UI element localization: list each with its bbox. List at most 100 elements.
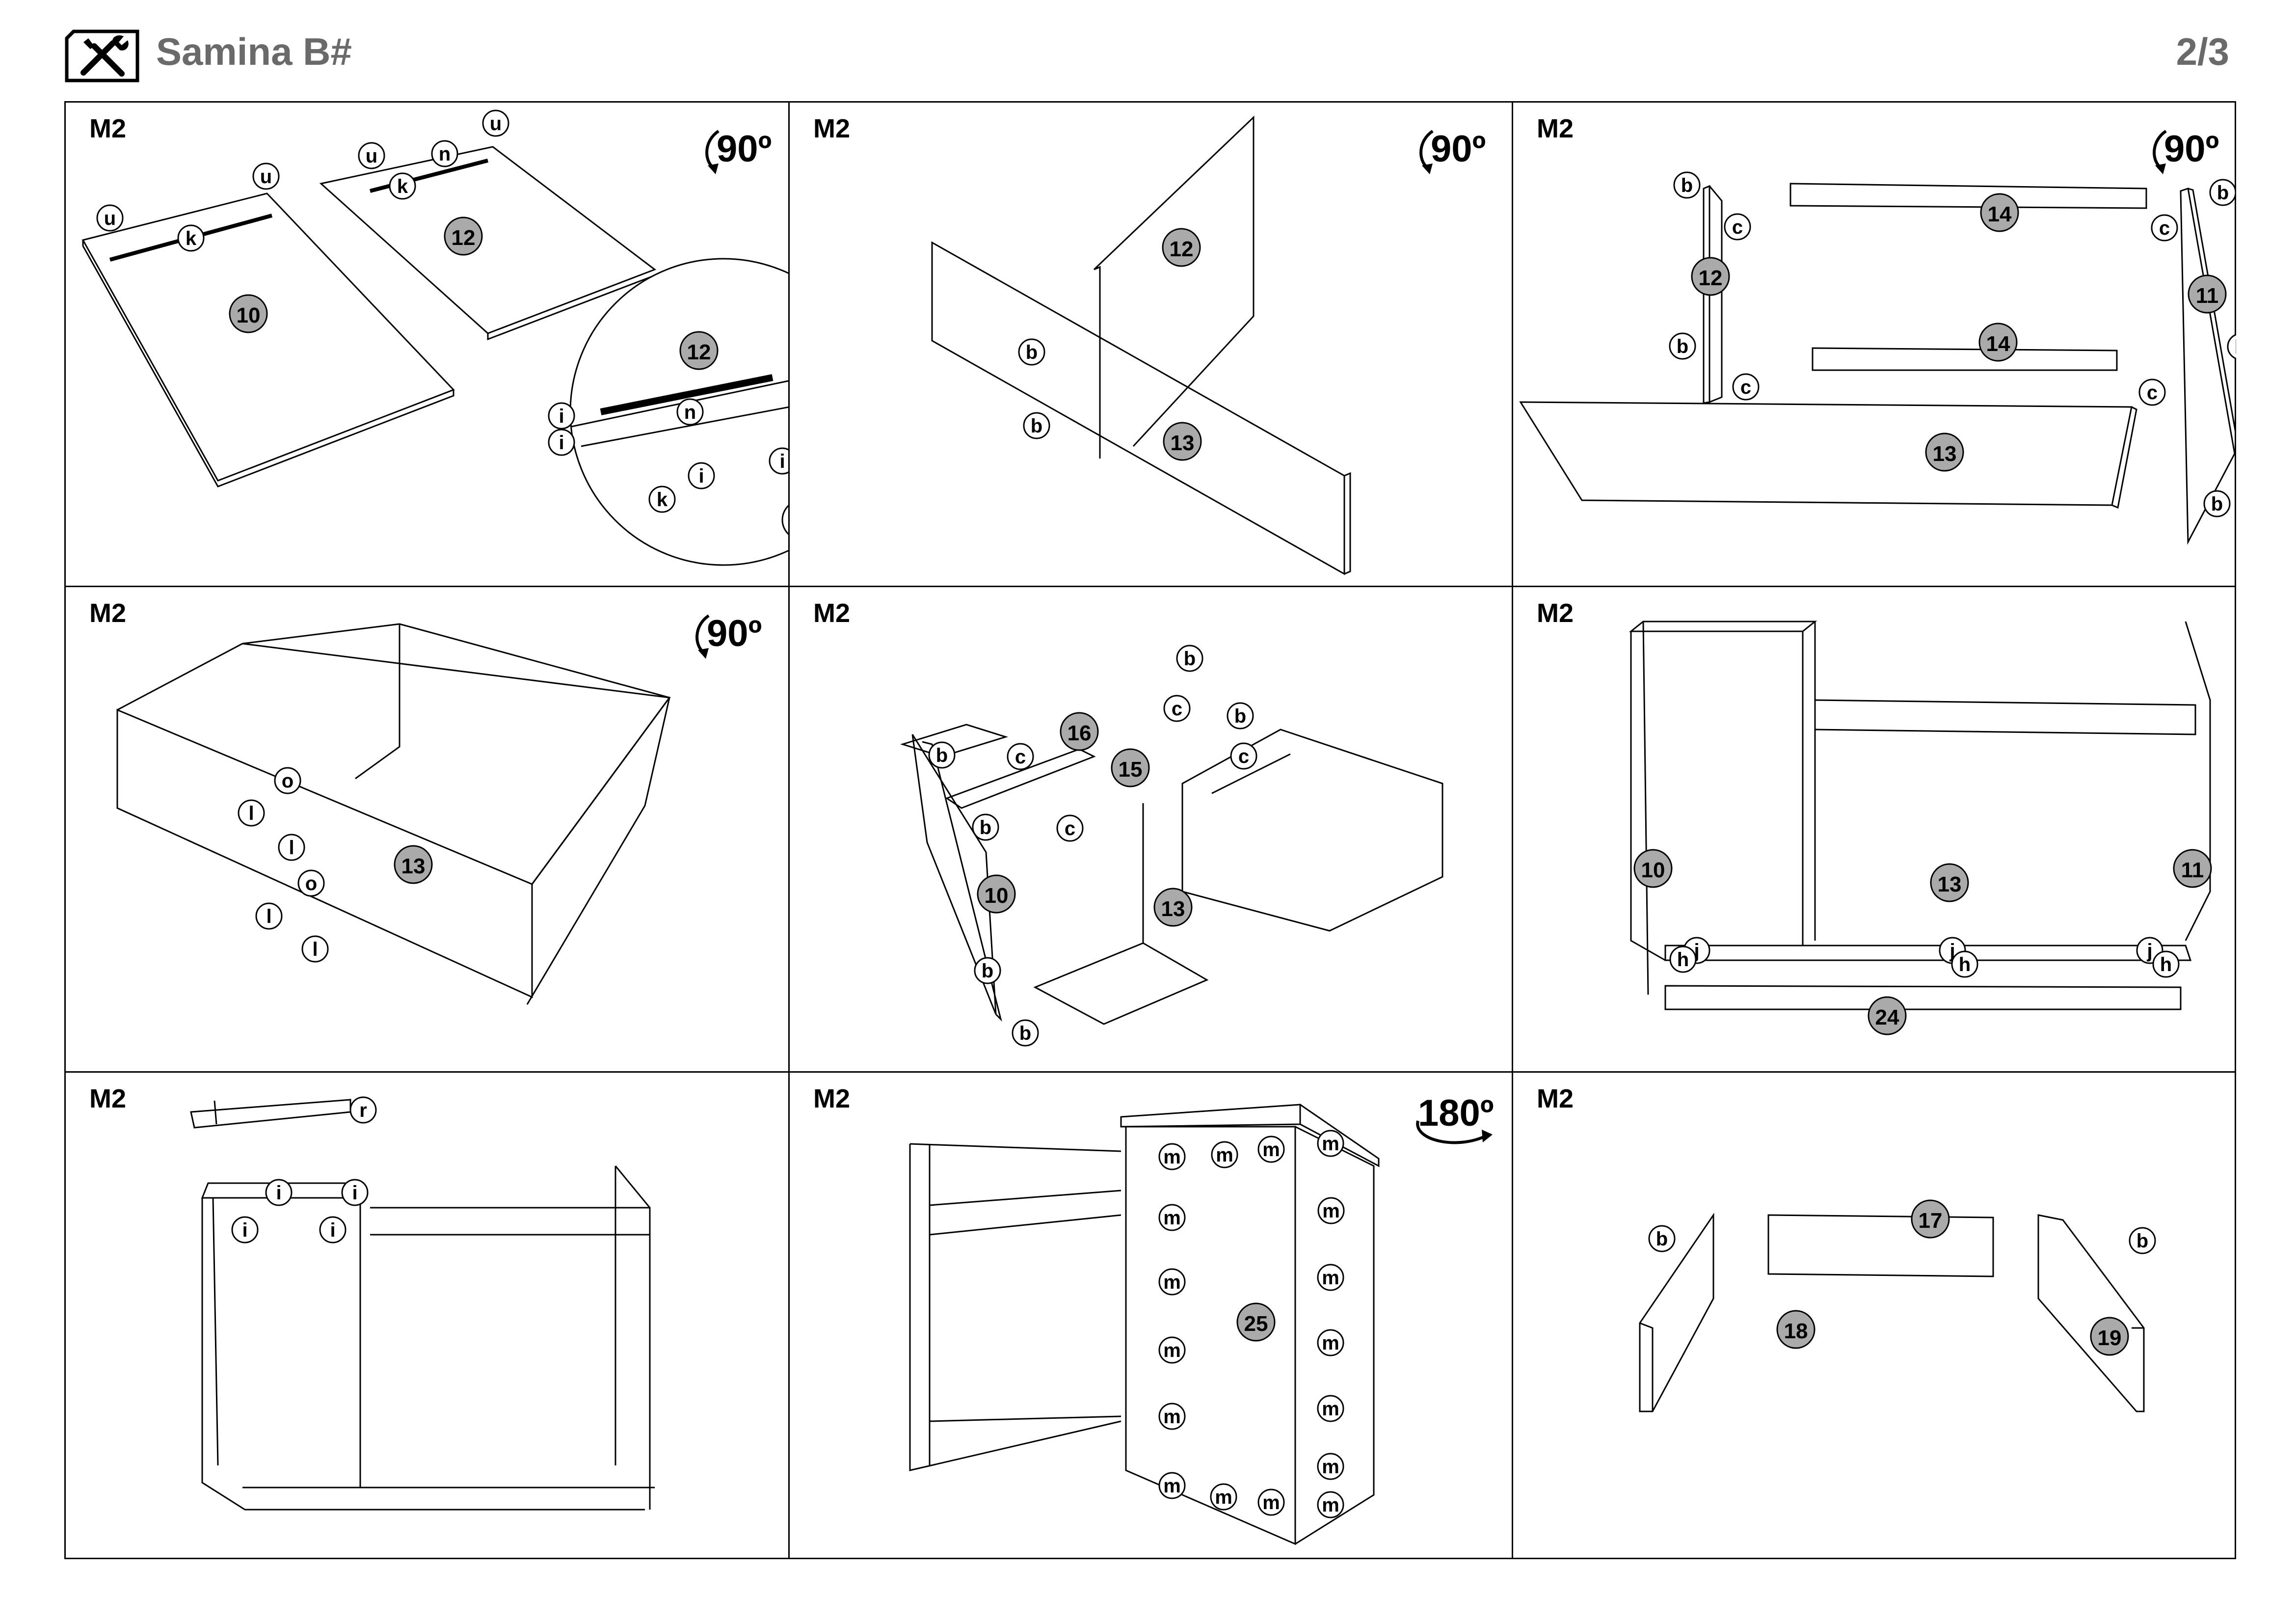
hardware-label: o <box>305 873 317 894</box>
hardware-label: m <box>1216 1144 1233 1166</box>
hardware-label: c <box>1740 377 1751 398</box>
hardware-label: m <box>1163 1475 1181 1497</box>
hardware-label: m <box>1322 1494 1339 1516</box>
part-number: 13 <box>1933 442 1957 466</box>
grid-divider <box>1512 103 1513 1558</box>
document-title: Samina B# <box>156 30 352 73</box>
hardware-label: b <box>2136 1230 2148 1252</box>
grid-divider <box>66 586 2235 587</box>
part-number: 16 <box>1068 721 1092 745</box>
hardware-label: k <box>186 228 197 249</box>
part-number: 19 <box>2098 1326 2122 1350</box>
hardware-label: b <box>2211 493 2223 515</box>
hardware-label: o <box>282 770 294 792</box>
part-number: 17 <box>1919 1209 1943 1233</box>
rotate-90-icon: 90º <box>2153 128 2219 174</box>
hardware-label: i <box>779 451 785 472</box>
part-number: 12 <box>687 340 711 364</box>
hardware-label: j <box>2146 940 2152 962</box>
rotate-180-icon: 180º <box>1416 1092 1494 1144</box>
assembly-illustration: 12 13 b b <box>931 115 1351 575</box>
rotation-label: 90º <box>2164 128 2219 170</box>
step-label: M2 <box>1537 598 1574 628</box>
step-panel-7: M2 r i i i i <box>66 1073 788 1559</box>
rotation-label: 90º <box>707 613 762 654</box>
hardware-label: h <box>2160 954 2172 975</box>
hardware-label: m <box>1322 1332 1339 1354</box>
hardware-label: n <box>684 402 696 423</box>
hardware-label: b <box>1656 1228 1668 1250</box>
hardware-label: c <box>1238 746 1249 767</box>
grid-divider <box>788 103 790 1558</box>
hardware-label: i <box>559 432 564 454</box>
hardware-label: u <box>104 208 116 229</box>
hardware-label: i <box>352 1182 357 1204</box>
part-number: 25 <box>1244 1312 1268 1336</box>
assembly-illustration: r i i i i <box>190 1096 655 1511</box>
hardware-label: k <box>397 176 408 197</box>
hardware-label: m <box>1163 1207 1181 1229</box>
hardware-label: b <box>1234 705 1246 727</box>
rotation-label: 90º <box>717 128 772 170</box>
step-label: M2 <box>813 598 851 628</box>
part-number: 15 <box>1119 758 1143 782</box>
assembly-illustration: 10 12 12 u k u u k n u i i n i i k <box>81 109 788 566</box>
hardware-label: l <box>289 837 294 859</box>
step-panel-5: M2 16 15 10 13 <box>790 587 1512 1071</box>
hardware-label: b <box>980 817 991 839</box>
assembly-illustration: 13 o l l o l l <box>116 623 671 1005</box>
assembly-illustration: 17 18 19 b b <box>1639 1199 2156 1412</box>
part-number: 13 <box>1161 897 1185 921</box>
assembly-illustration: 25 m m m m m m m m m m m m m m m m m <box>909 1104 1380 1545</box>
hardware-label: m <box>1163 1272 1181 1293</box>
rotate-90-icon: 90º <box>705 128 772 174</box>
part-number: 10 <box>1641 858 1665 882</box>
hardware-label: i <box>276 1182 281 1204</box>
part-number: 11 <box>2196 284 2219 308</box>
part-number: 12 <box>1699 266 1723 290</box>
hardware-label: i <box>242 1219 247 1241</box>
hardware-label: l <box>312 939 318 960</box>
step-panel-3: M2 90º 12 14 14 <box>1513 103 2236 586</box>
hardware-label: n <box>439 143 451 165</box>
hardware-label: m <box>1163 1340 1181 1361</box>
hardware-label: i <box>698 465 704 487</box>
hardware-label: m <box>1322 1133 1339 1155</box>
part-number: 10 <box>237 303 261 327</box>
hardware-label: b <box>1031 415 1042 437</box>
hardware-label: h <box>1959 954 1971 975</box>
hardware-label: m <box>1322 1200 1340 1222</box>
step-panel-6: M2 10 11 13 24 <box>1513 587 2236 1071</box>
hardware-label: c <box>1015 746 1026 768</box>
hardware-label: l <box>266 906 271 927</box>
step-panel-1: M2 90º 10 <box>66 103 788 586</box>
part-number: 14 <box>1986 332 2010 356</box>
hardware-label: i <box>330 1219 335 1241</box>
hardware-label: l <box>248 803 254 824</box>
hardware-label: k <box>657 489 668 511</box>
hardware-label: b <box>2235 336 2236 358</box>
step-label: M2 <box>1537 114 1574 143</box>
hardware-label: m <box>1322 1267 1339 1289</box>
hardware-label: m <box>1163 1146 1181 1168</box>
hardware-label: b <box>1677 336 1688 357</box>
hardware-label: h <box>1677 949 1689 971</box>
step-label: M2 <box>89 598 127 628</box>
hardware-label: b <box>1019 1023 1031 1044</box>
hardware-label: m <box>1322 1398 1339 1420</box>
hardware-label: c <box>2147 382 2158 404</box>
grid-divider <box>66 1071 2235 1073</box>
part-number: 18 <box>1784 1319 1808 1343</box>
step-label: M2 <box>813 114 851 143</box>
hardware-label: j <box>1949 940 1955 962</box>
hardware-label: b <box>936 745 948 766</box>
hardware-label: m <box>1322 1456 1339 1478</box>
hardware-label: r <box>359 1100 367 1121</box>
part-number: 12 <box>452 226 476 250</box>
hardware-label: i <box>559 406 564 427</box>
page-number: 2/3 <box>2176 30 2229 73</box>
step-label: M2 <box>89 114 127 143</box>
step-panel-9: M2 17 18 19 b b <box>1513 1073 2236 1559</box>
hardware-label: m <box>1163 1406 1181 1428</box>
step-panel-2: M2 90º 12 13 b b <box>790 103 1512 586</box>
